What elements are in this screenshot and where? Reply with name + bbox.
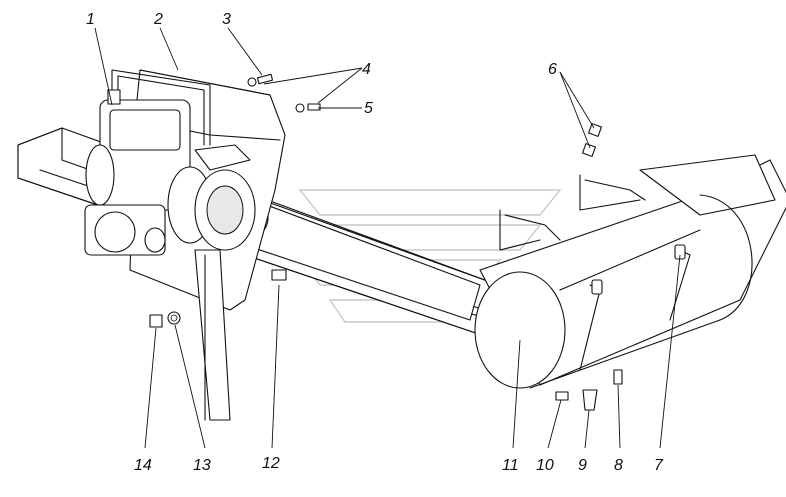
leader-lines — [94, 27, 681, 449]
callout-4: 4 — [362, 61, 371, 78]
callout-3: 3 — [222, 11, 231, 28]
callout-14: 14 — [134, 457, 152, 474]
callout-6: 6 — [548, 61, 557, 78]
callout-2: 2 — [153, 11, 163, 28]
callout-labels: 1 2 3 4 5 6 7 8 9 10 11 12 13 14 — [86, 11, 664, 474]
callout-8: 8 — [614, 457, 623, 474]
callout-10: 10 — [536, 457, 554, 474]
muffler — [474, 154, 786, 389]
callout-9: 9 — [578, 457, 587, 474]
fasteners — [149, 73, 623, 411]
callout-5: 5 — [364, 100, 373, 117]
callout-1: 1 — [86, 11, 95, 28]
callout-11: 11 — [502, 457, 519, 474]
callout-12: 12 — [262, 455, 280, 472]
heater-unit — [84, 69, 286, 421]
callout-13: 13 — [193, 457, 211, 474]
callout-7: 7 — [654, 457, 664, 474]
